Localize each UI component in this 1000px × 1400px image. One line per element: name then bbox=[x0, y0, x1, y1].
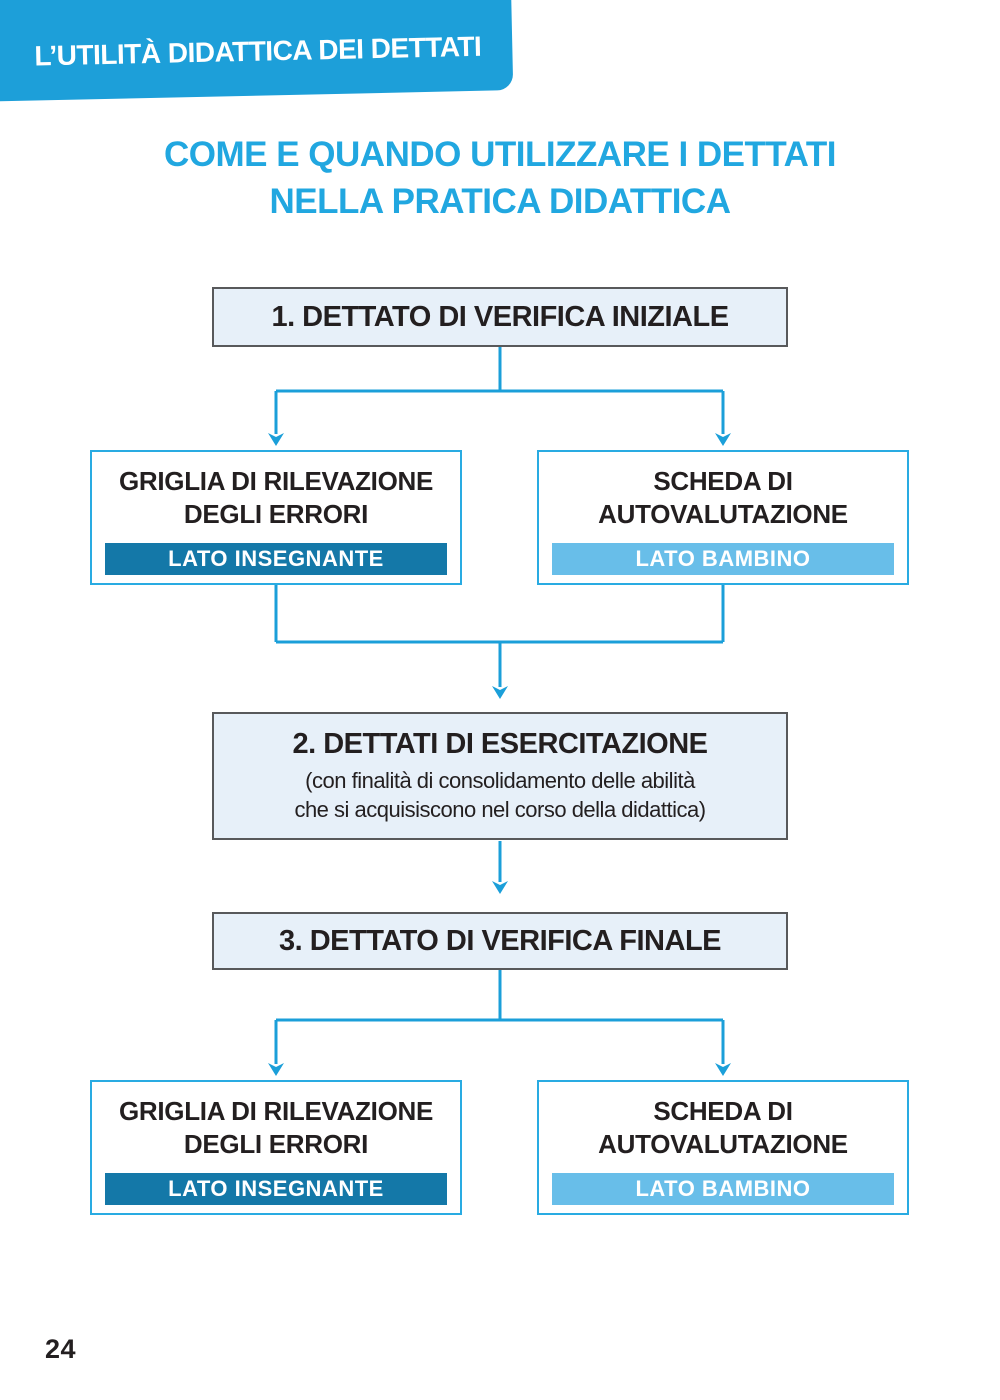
top-left-tag-label: LATO INSEGNANTE bbox=[168, 546, 384, 571]
top-left-box-label: GRIGLIA DI RILEVAZIONE DEGLI ERRORI bbox=[92, 465, 460, 531]
top-right-box-line2: AUTOVALUTAZIONE bbox=[598, 499, 848, 529]
bottom-right-box-autovalutazione: SCHEDA DI AUTOVALUTAZIONE LATO BAMBINO bbox=[537, 1080, 909, 1215]
step1-box: 1. DETTATO DI VERIFICA INIZIALE bbox=[212, 287, 788, 347]
top-left-box-line2: DEGLI ERRORI bbox=[183, 499, 369, 529]
top-right-box-label: SCHEDA DI AUTOVALUTAZIONE bbox=[539, 465, 907, 531]
step2-box: 2. DETTATI DI ESERCITAZIONE (con finalit… bbox=[212, 712, 788, 840]
bottom-right-box-line2: AUTOVALUTAZIONE bbox=[598, 1129, 848, 1159]
bottom-left-tag-label: LATO INSEGNANTE bbox=[168, 1176, 384, 1201]
arrowhead-icon bbox=[268, 1063, 284, 1076]
arrowhead-icon bbox=[492, 881, 508, 894]
arrowhead-icon bbox=[492, 686, 508, 699]
step2-subtitle: (con finalità di consolidamento delle ab… bbox=[294, 766, 706, 824]
top-right-tagbar-bambino: LATO BAMBINO bbox=[552, 543, 894, 575]
bottom-right-tag-label: LATO BAMBINO bbox=[635, 1176, 811, 1201]
page-number: 24 bbox=[45, 1334, 77, 1364]
connector-step3-split bbox=[274, 970, 725, 1064]
header-ribbon-label: L’UTILITÀ DIDATTICA DEI DETTATI bbox=[34, 30, 482, 72]
bottom-left-box-line1: GRIGLIA DI RILEVAZIONE bbox=[118, 1096, 434, 1126]
top-right-box-autovalutazione: SCHEDA DI AUTOVALUTAZIONE LATO BAMBINO bbox=[537, 450, 909, 585]
top-left-box-line1: GRIGLIA DI RILEVAZIONE bbox=[118, 466, 434, 496]
bottom-left-box-line2: DEGLI ERRORI bbox=[183, 1129, 369, 1159]
arrowhead-icon bbox=[715, 433, 731, 446]
arrowhead-icon bbox=[715, 1063, 731, 1076]
step3-label: 3. DETTATO DI VERIFICA FINALE bbox=[279, 924, 722, 957]
top-left-box-griglia-errori: GRIGLIA DI RILEVAZIONE DEGLI ERRORI LATO… bbox=[90, 450, 462, 585]
arrowhead-icon bbox=[268, 433, 284, 446]
bottom-right-box-label: SCHEDA DI AUTOVALUTAZIONE bbox=[539, 1095, 907, 1161]
header-ribbon: L’UTILITÀ DIDATTICA DEI DETTATI bbox=[0, 0, 514, 102]
connector-step1-split bbox=[274, 347, 725, 434]
step1-label: 1. DETTATO DI VERIFICA INIZIALE bbox=[271, 300, 729, 333]
bottom-left-box-label: GRIGLIA DI RILEVAZIONE DEGLI ERRORI bbox=[92, 1095, 460, 1161]
bottom-left-tagbar-insegnante: LATO INSEGNANTE bbox=[105, 1173, 447, 1205]
page-title: COME E QUANDO UTILIZZARE I DETTATI NELLA… bbox=[0, 131, 1000, 225]
connector-merge-step2 bbox=[274, 585, 725, 687]
bottom-right-box-line1: SCHEDA DI bbox=[653, 1096, 793, 1126]
top-left-tagbar-insegnante: LATO INSEGNANTE bbox=[105, 543, 447, 575]
top-right-box-line1: SCHEDA DI bbox=[653, 466, 793, 496]
bottom-left-box-griglia-errori: GRIGLIA DI RILEVAZIONE DEGLI ERRORI LATO… bbox=[90, 1080, 462, 1215]
step2-subtitle-line1: (con finalità di consolidamento delle ab… bbox=[305, 768, 695, 793]
page-title-line1: COME E QUANDO UTILIZZARE I DETTATI bbox=[164, 135, 836, 174]
top-right-tag-label: LATO BAMBINO bbox=[635, 546, 811, 571]
page-title-line2: NELLA PRATICA DIDATTICA bbox=[269, 182, 731, 221]
step2-label: 2. DETTATI DI ESERCITAZIONE bbox=[292, 728, 708, 760]
step3-box: 3. DETTATO DI VERIFICA FINALE bbox=[212, 912, 788, 970]
bottom-right-tagbar-bambino: LATO BAMBINO bbox=[552, 1173, 894, 1205]
step2-subtitle-line2: che si acquisiscono nel corso della dida… bbox=[294, 797, 706, 822]
